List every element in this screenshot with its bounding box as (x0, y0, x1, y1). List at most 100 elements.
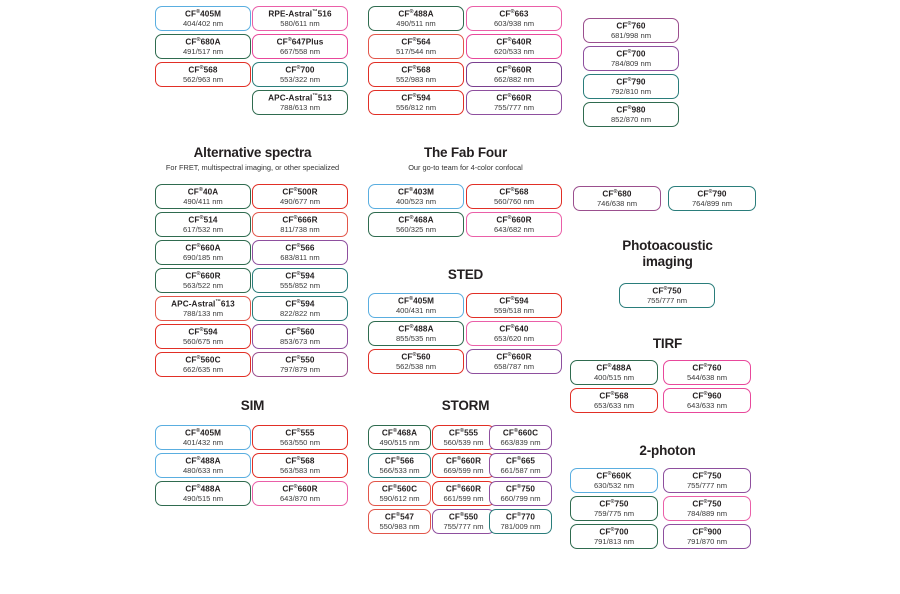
dye-wavelengths: 603/938 nm (493, 18, 535, 28)
dye-wavelengths: 552/983 nm (395, 74, 437, 84)
section-title-photoacoustic: Photoacoustic imaging (622, 238, 713, 269)
dye-name: CF®568 (188, 64, 218, 75)
dye-name: CF®700 (616, 48, 646, 59)
dye-name: CF®560C (185, 354, 221, 365)
dye-name: CF®594 (188, 326, 218, 337)
dye-wavelengths: 643/633 nm (686, 400, 728, 410)
dye-name: CF®488A (398, 323, 434, 334)
dye-name: CF®750 (692, 470, 722, 481)
dye-name: CF®660C (502, 427, 539, 438)
dye-name: CF®660A (185, 242, 221, 253)
dye-name: CF®647Plus (276, 36, 324, 47)
dye-wavelengths: 788/133 nm (182, 308, 224, 318)
dye-wavelengths: 661/599 nm (443, 493, 484, 503)
dye-wavelengths: 746/638 nm (596, 198, 638, 208)
dye-name: CF®40A (187, 186, 219, 197)
dye-wavelengths: 580/611 nm (280, 18, 320, 28)
dye-wavelengths: 792/810 nm (610, 86, 652, 96)
dye-wavelengths: 400/523 nm (395, 196, 437, 206)
dye-wavelengths: 822/822 nm (279, 308, 321, 318)
dye-wavelengths: 755/777 nm (493, 102, 535, 112)
dye-name: CF®566 (384, 455, 415, 466)
dye-name: CF®640R (496, 36, 532, 47)
dye-name: CF®666R (282, 214, 318, 225)
dye-wavelengths: 490/515 nm (182, 493, 224, 503)
